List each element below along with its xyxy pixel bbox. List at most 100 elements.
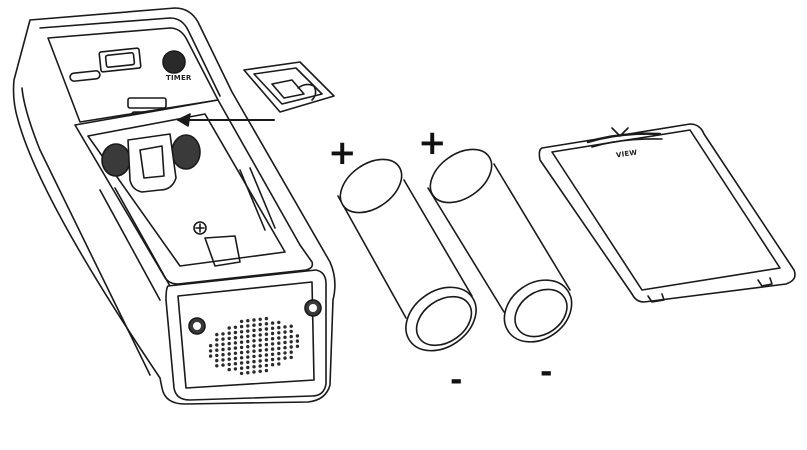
grille-hole: [208, 349, 213, 353]
grille-hole: [270, 363, 275, 367]
grille-hole: [258, 322, 262, 327]
grille-hole: [239, 366, 244, 370]
grille-hole: [289, 334, 293, 339]
battery-right: [427, 148, 573, 343]
grille-hole: [233, 367, 238, 371]
grille-hole: [277, 357, 281, 361]
grille-hole: [252, 323, 256, 327]
grille-hole: [264, 342, 269, 347]
grille-hole: [295, 334, 300, 338]
grille-hole: [283, 325, 287, 329]
grille-hole: [270, 321, 275, 325]
grille-hole: [258, 369, 262, 373]
grille-hole: [295, 344, 300, 348]
grille-hole: [246, 365, 250, 370]
device-housing: [12, 7, 336, 405]
grille-hole: [227, 357, 231, 361]
grille-hole: [239, 324, 244, 329]
grille-hole: [227, 362, 231, 367]
grille-hole: [221, 342, 225, 346]
grille-hole: [270, 326, 275, 330]
grille-hole: [270, 337, 275, 341]
grille-hole: [239, 330, 244, 334]
grille-hole: [270, 347, 275, 351]
grille-hole: [221, 337, 225, 341]
grille-hole: [252, 354, 256, 359]
grille-hole: [277, 320, 281, 325]
grille-hole: [277, 341, 281, 345]
grille-hole: [227, 331, 231, 335]
grille-hole: [264, 316, 269, 321]
grille-hole: [252, 344, 256, 348]
grille-hole: [283, 330, 287, 334]
grille-hole: [252, 370, 256, 374]
grille-hole: [215, 343, 219, 347]
grille-hole: [221, 347, 225, 352]
plus-sign-right: +: [418, 123, 447, 163]
grille-hole: [270, 357, 275, 362]
grille-hole: [246, 339, 250, 344]
grille-hole: [227, 341, 231, 346]
grille-hole: [233, 356, 238, 361]
grille-hole: [270, 331, 275, 336]
grille-hole: [283, 340, 287, 345]
grille-hole: [258, 328, 262, 332]
grille-hole: [258, 354, 262, 358]
grille-hole: [233, 325, 238, 329]
grille-hole: [252, 333, 256, 338]
grille-hole: [258, 338, 262, 342]
battery-left: [337, 158, 477, 352]
grille-hole: [289, 329, 293, 334]
grille-hole: [264, 327, 269, 331]
grille-hole: [264, 337, 269, 342]
minus-sign-left: -: [450, 363, 463, 398]
grille-hole: [215, 332, 219, 337]
grille-hole: [289, 324, 293, 328]
grille-hole: [239, 319, 244, 324]
grille-hole: [246, 371, 250, 375]
grille-hole: [227, 352, 231, 356]
grille-hole: [277, 336, 281, 340]
grille-hole: [246, 319, 250, 323]
latch-clip: [243, 61, 335, 113]
grille-hole: [208, 354, 213, 358]
battery-cover: [538, 123, 796, 303]
grille-hole: [289, 350, 293, 354]
grille-hole: [227, 326, 231, 330]
grille-hole: [239, 335, 244, 339]
grille-hole: [283, 356, 287, 360]
grille-hole: [208, 344, 213, 348]
grille-hole: [264, 353, 269, 357]
grille-hole: [233, 351, 238, 355]
grille-hole: [264, 348, 269, 352]
grille-hole: [252, 349, 256, 353]
speaker-grille-icon: [208, 316, 300, 376]
grille-hole: [270, 352, 275, 356]
grille-hole: [289, 345, 293, 349]
grille-hole: [246, 334, 250, 338]
grille-hole: [277, 325, 281, 330]
grille-hole: [233, 341, 238, 345]
grille-hole: [277, 362, 281, 366]
grille-hole: [221, 332, 225, 336]
grille-hole: [258, 359, 262, 363]
grille-hole: [295, 339, 300, 343]
grille-hole: [252, 328, 256, 333]
grille-hole: [239, 361, 244, 365]
grille-hole: [246, 329, 250, 333]
grille-hole: [258, 348, 262, 353]
grille-hole: [233, 336, 238, 340]
grille-hole: [283, 351, 287, 355]
grille-hole: [246, 360, 250, 364]
grille-hole: [227, 367, 231, 372]
grille-hole: [246, 345, 250, 349]
grille-hole: [283, 335, 287, 339]
grille-hole: [252, 339, 256, 343]
grille-hole: [258, 317, 262, 321]
grille-hole: [258, 364, 262, 368]
grille-hole: [239, 350, 244, 355]
grille-hole: [264, 332, 269, 336]
grille-hole: [277, 351, 281, 356]
